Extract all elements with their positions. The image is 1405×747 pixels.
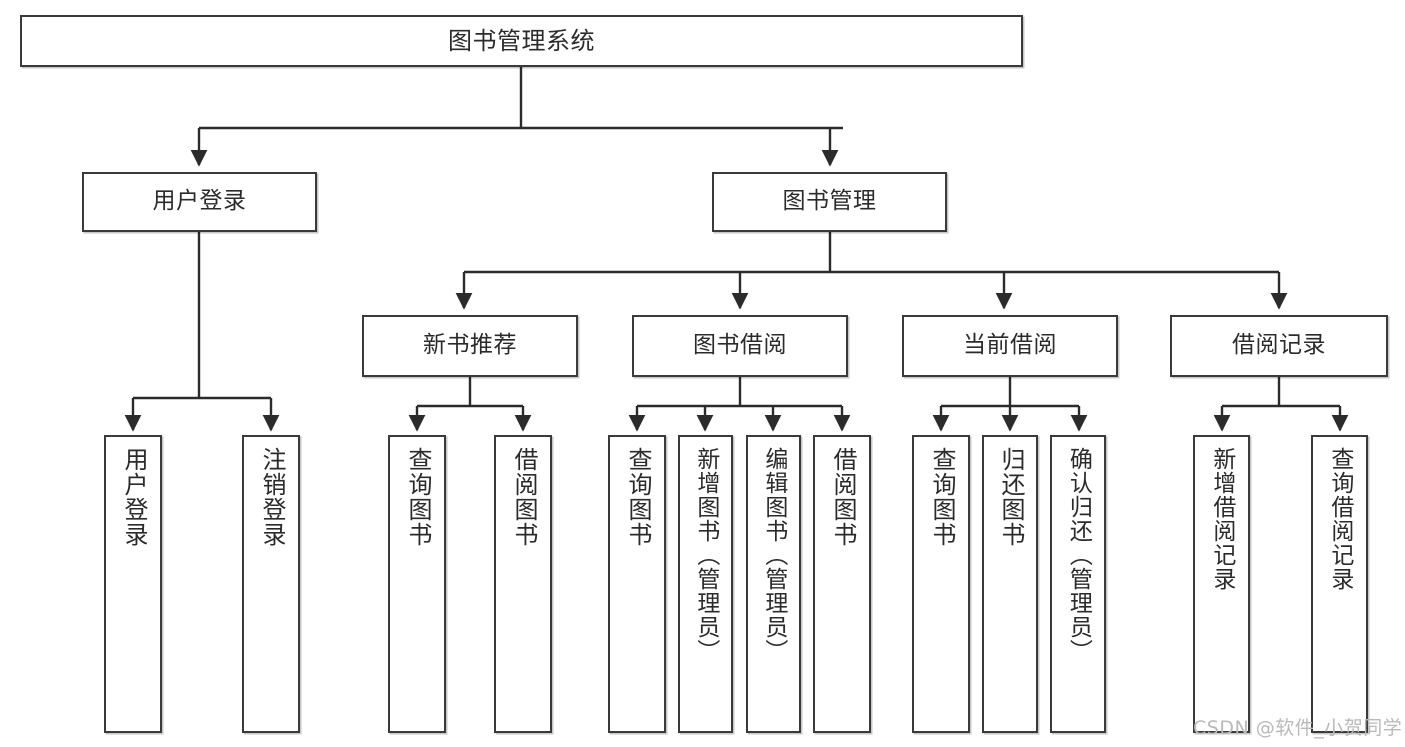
node-root[interactable]: 图书管理系统 — [20, 15, 1023, 67]
node-leaf-query-book-2[interactable]: 查询图书 — [608, 435, 666, 733]
node-book-borrow-label: 图书借阅 — [693, 332, 787, 359]
node-leaf-return-book-label: 归还图书 — [996, 447, 1025, 547]
node-leaf-borrow-book-2[interactable]: 借阅图书 — [813, 435, 871, 733]
node-leaf-query-record[interactable]: 查询借阅记录 — [1311, 435, 1368, 733]
node-user-login-label: 用户登录 — [152, 188, 247, 215]
node-leaf-return-book[interactable]: 归还图书 — [982, 435, 1038, 733]
node-leaf-query-book-3-label: 查询图书 — [927, 447, 956, 547]
node-leaf-add-record[interactable]: 新增借阅记录 — [1193, 435, 1250, 733]
node-user-login[interactable]: 用户登录 — [82, 172, 317, 232]
node-borrow-record[interactable]: 借阅记录 — [1170, 315, 1388, 377]
node-leaf-confirm-return-label: 确认归还（管理员） — [1065, 447, 1092, 663]
node-leaf-logout-login[interactable]: 注销登录 — [242, 435, 300, 733]
node-leaf-borrow-book-2-label: 借阅图书 — [828, 447, 857, 547]
node-leaf-edit-book[interactable]: 编辑图书（管理员） — [746, 435, 801, 733]
node-leaf-query-book-3[interactable]: 查询图书 — [912, 435, 970, 733]
node-leaf-add-book[interactable]: 新增图书（管理员） — [678, 435, 733, 733]
node-leaf-edit-book-label: 编辑图书（管理员） — [760, 447, 787, 663]
node-leaf-query-book-1-label: 查询图书 — [403, 447, 432, 547]
node-current-borrow-label: 当前借阅 — [963, 332, 1057, 359]
node-leaf-user-login[interactable]: 用户登录 — [104, 435, 162, 733]
node-new-book-recommend[interactable]: 新书推荐 — [362, 315, 578, 377]
node-book-manage-label: 图书管理 — [782, 188, 877, 215]
node-book-manage[interactable]: 图书管理 — [712, 172, 947, 232]
node-new-book-recommend-label: 新书推荐 — [423, 332, 517, 359]
node-book-borrow[interactable]: 图书借阅 — [632, 315, 848, 377]
node-leaf-query-record-label: 查询借阅记录 — [1326, 447, 1353, 591]
node-leaf-borrow-book-1[interactable]: 借阅图书 — [494, 435, 552, 733]
node-leaf-query-book-1[interactable]: 查询图书 — [388, 435, 446, 733]
csdn-watermark: CSDN @软件_小贺同学 — [1193, 717, 1403, 739]
node-leaf-borrow-book-1-label: 借阅图书 — [509, 447, 538, 547]
node-leaf-query-book-2-label: 查询图书 — [623, 447, 652, 547]
node-borrow-record-label: 借阅记录 — [1232, 332, 1326, 359]
node-leaf-user-login-label: 用户登录 — [119, 447, 148, 547]
node-leaf-add-record-label: 新增借阅记录 — [1208, 447, 1235, 591]
node-leaf-add-book-label: 新增图书（管理员） — [692, 447, 719, 663]
node-current-borrow[interactable]: 当前借阅 — [902, 315, 1118, 377]
node-leaf-logout-login-label: 注销登录 — [257, 447, 286, 547]
node-leaf-confirm-return[interactable]: 确认归还（管理员） — [1050, 435, 1106, 733]
node-root-label: 图书管理系统 — [448, 26, 595, 55]
